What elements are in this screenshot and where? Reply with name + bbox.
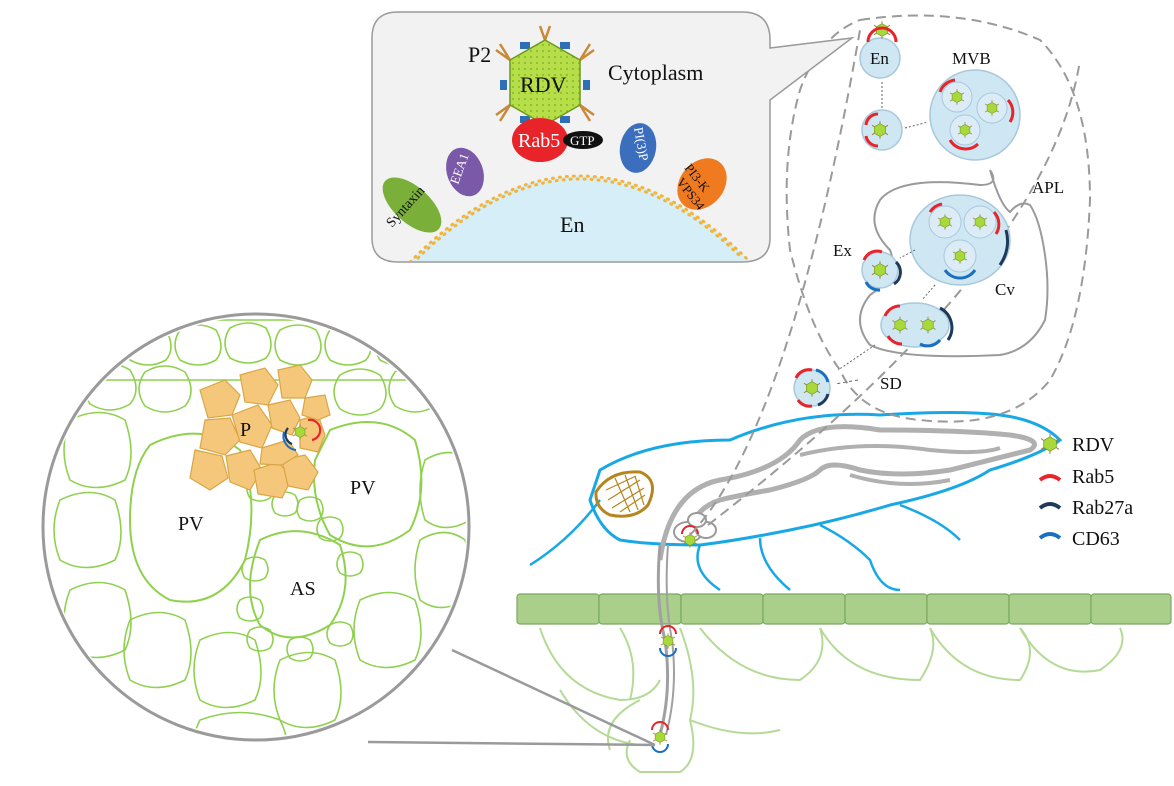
label-apl: APL <box>1032 178 1064 197</box>
cell-pathway: En MVB APL Cv <box>785 14 1092 423</box>
insect-gut <box>657 424 1037 561</box>
tissue-magnified: P PV PV AS <box>41 312 471 742</box>
svg-text:RDV: RDV <box>1072 434 1115 456</box>
label-p: P <box>240 419 251 441</box>
syntaxin-protein <box>382 177 442 233</box>
endosome-inset: En Cytoplasm RDV P2 Rab5 <box>371 11 855 263</box>
legend: RDV Rab5 Rab27a CD63 <box>1038 433 1133 550</box>
zoom-connectors <box>689 29 1081 536</box>
p2-label: P2 <box>468 42 491 67</box>
gtp-label: GTP <box>570 133 595 148</box>
legend-item-rab27a: Rab27a <box>1038 497 1133 519</box>
insect-leg-4 <box>899 503 961 541</box>
legend-item-rdv: RDV <box>1040 433 1115 456</box>
svg-text:Rab5: Rab5 <box>1072 466 1114 488</box>
virus-at-phloem <box>652 728 668 746</box>
svg-text:CD63: CD63 <box>1072 528 1120 550</box>
insect-eye <box>594 470 654 518</box>
insect-body-outline <box>588 411 1063 547</box>
label-pv-left: PV <box>178 513 204 535</box>
insect-leg-3 <box>819 523 901 592</box>
svg-text:Rab27a: Rab27a <box>1072 497 1133 519</box>
inset-cytoplasm-label: Cytoplasm <box>608 60 703 85</box>
label-cv: Cv <box>995 280 1015 299</box>
label-sd: SD <box>880 374 902 393</box>
leaf-epidermis <box>516 593 1172 625</box>
gtp-molecule <box>563 131 603 149</box>
insect-leg-1 <box>696 544 721 592</box>
insect <box>529 411 1063 753</box>
label-as: AS <box>290 578 316 600</box>
cell-membrane <box>859 169 1049 358</box>
legend-item-cd63: CD63 <box>1038 528 1120 550</box>
pi3p-label: PI(3)P <box>631 126 652 162</box>
leaf-mesophyll <box>539 627 1124 773</box>
rab5-label: Rab5 <box>518 130 560 152</box>
rdv-label: RDV <box>520 72 567 97</box>
pathway-boundary <box>785 14 1092 423</box>
label-pv-right: PV <box>350 477 376 499</box>
magnifier-lines <box>367 648 656 747</box>
pi3p-lipid <box>619 123 657 173</box>
label-ex: Ex <box>833 241 852 260</box>
legend-item-rab5: Rab5 <box>1038 466 1114 488</box>
secretory-vesicle <box>880 302 950 348</box>
phloem-cluster <box>189 364 331 499</box>
pathway-en-vesicle <box>859 37 901 79</box>
insect-leg-2 <box>758 537 791 591</box>
label-pathway-en: En <box>870 49 889 68</box>
inset-en-label: En <box>560 212 584 237</box>
pi3k-vps34-complex <box>677 158 727 210</box>
insect-antenna <box>529 499 601 567</box>
pv-right-cell <box>313 421 423 548</box>
label-mvb: MVB <box>952 49 991 68</box>
rab5-protein <box>512 118 568 162</box>
eea1-protein <box>446 147 484 197</box>
